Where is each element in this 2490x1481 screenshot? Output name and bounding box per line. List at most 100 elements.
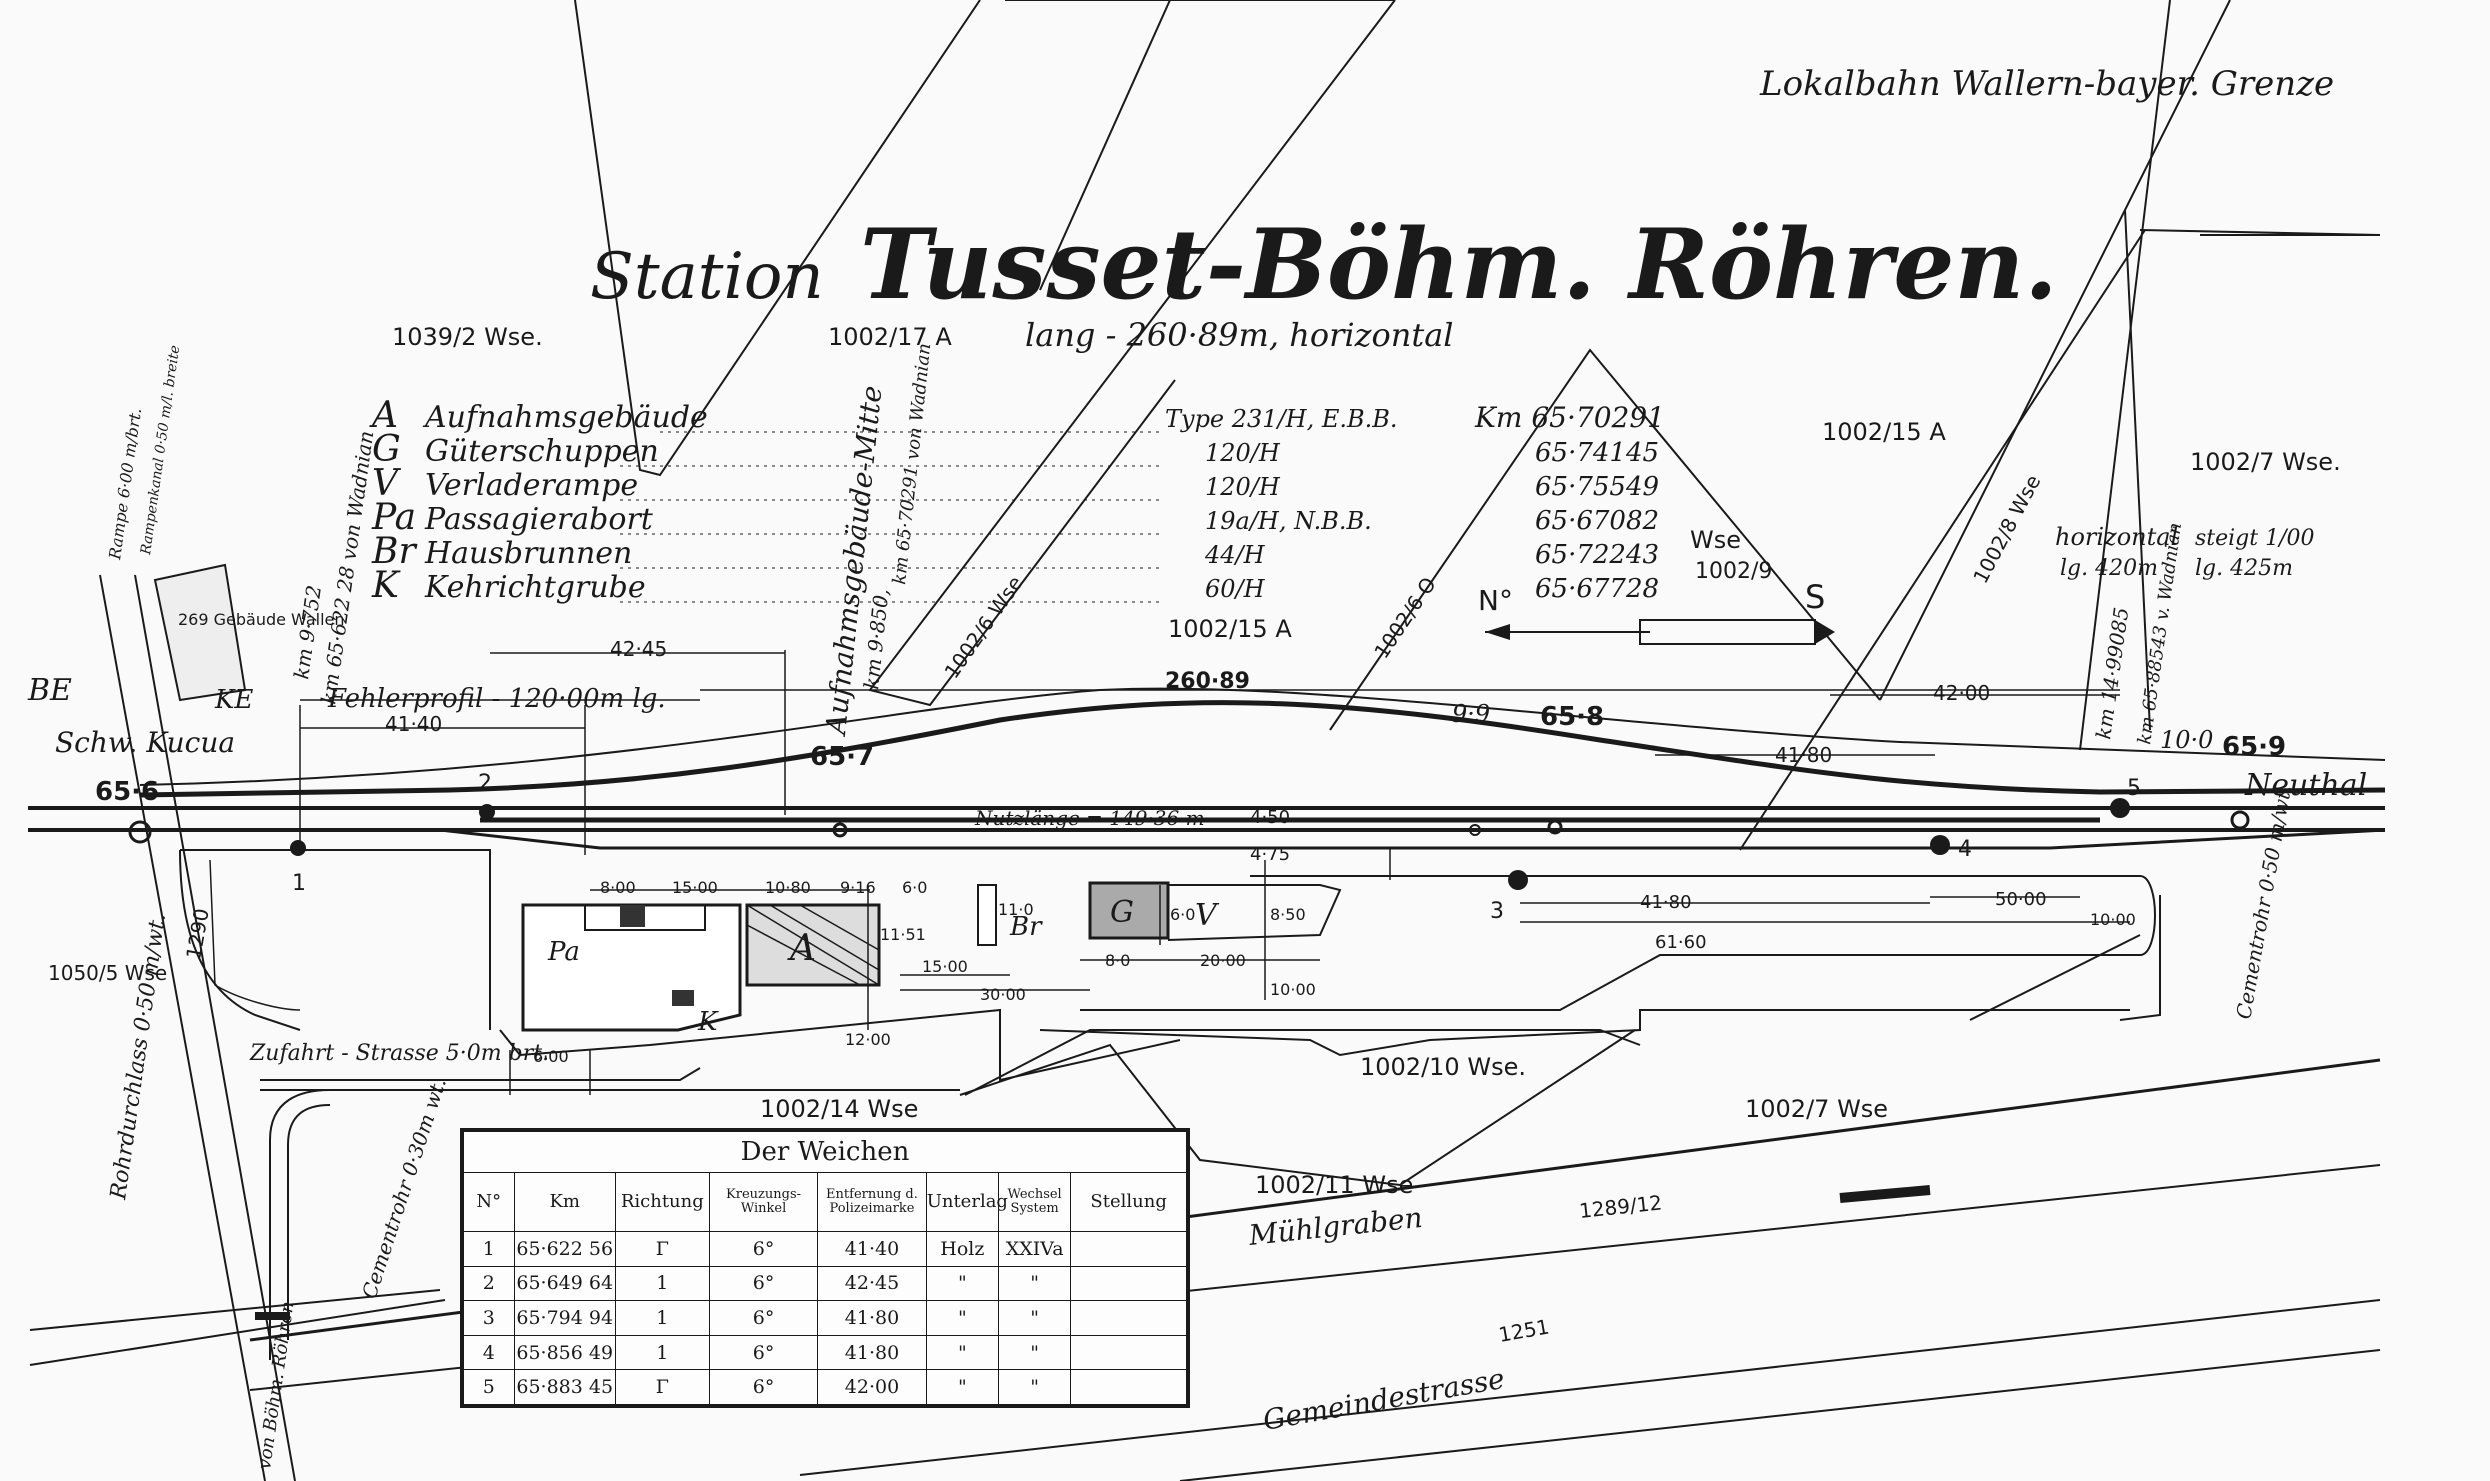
svg-text:1289/12: 1289/12 xyxy=(1578,1190,1663,1223)
svg-text:65·67082: 65·67082 xyxy=(1535,506,1659,536)
svg-text:Gemeindestrasse: Gemeindestrasse xyxy=(1260,1362,1507,1437)
svg-text:8·50: 8·50 xyxy=(1270,905,1306,924)
svg-text:Passagierabort: Passagierabort xyxy=(424,502,654,537)
svg-text:65·75549: 65·75549 xyxy=(1535,472,1659,502)
svg-text:11·51: 11·51 xyxy=(880,925,926,944)
legend: A Aufnahmsgebäude Type 231/H, E.B.B. Km … xyxy=(369,395,1665,606)
svg-text:12·00: 12·00 xyxy=(845,1030,891,1049)
svg-text:Zufahrt - Strasse 5·0m brt.: Zufahrt - Strasse 5·0m brt. xyxy=(249,1041,549,1066)
svg-text:KE: KE xyxy=(214,685,253,715)
svg-text:Type 231/H, E.B.B.: Type 231/H, E.B.B. xyxy=(1165,405,1398,433)
svg-text:Schw. Kucua: Schw. Kucua xyxy=(55,726,235,759)
svg-text:1002/17 A: 1002/17 A xyxy=(828,323,952,351)
cell: 41·80 xyxy=(817,1300,927,1336)
cell: " xyxy=(925,1265,999,1302)
svg-text:A: A xyxy=(369,395,398,436)
svg-text:G: G xyxy=(372,429,401,470)
svg-text:V: V xyxy=(1195,898,1220,933)
svg-text:1002/15 A: 1002/15 A xyxy=(1168,615,1292,643)
cell: 6° xyxy=(708,1300,819,1336)
cell: 6° xyxy=(708,1231,819,1267)
svg-text:1002/8 Wse: 1002/8 Wse xyxy=(1968,471,2045,588)
svg-text:10·80: 10·80 xyxy=(765,878,811,897)
col-winkel: Kreuzungs-Winkel xyxy=(708,1172,819,1232)
svg-text:Pa: Pa xyxy=(547,937,580,967)
annotations: Fehlerprofil - 120·00m lg. Nutzlänge = 1… xyxy=(48,342,2315,1471)
station-length: lang - 260·89m, horizontal xyxy=(1025,316,1454,354)
svg-text:Br: Br xyxy=(1009,912,1043,942)
parcel-labels: 1039/2 Wse. 1002/17 A 1002/15 A 1002/7 W… xyxy=(392,323,2341,1199)
svg-text:Mühlgraben: Mühlgraben xyxy=(1246,1201,1424,1252)
cell: 65·649 64 xyxy=(513,1265,616,1302)
svg-text:Fehlerprofil - 120·00m lg.: Fehlerprofil - 120·00m lg. xyxy=(327,684,666,714)
station-outline xyxy=(260,895,2161,1187)
svg-text:Km 65·70291: Km 65·70291 xyxy=(1474,401,1665,434)
svg-text:8·00: 8·00 xyxy=(600,878,636,897)
building-br: Br xyxy=(977,884,1043,946)
svg-text:horizontal: horizontal xyxy=(2055,523,2178,551)
cell: " xyxy=(997,1265,1072,1302)
svg-text:BE: BE xyxy=(27,673,72,708)
col-nr: N° xyxy=(463,1172,515,1232)
svg-text:1039/2 Wse.: 1039/2 Wse. xyxy=(392,323,543,351)
svg-text:269 Gebäude Wallen: 269 Gebäude Wallen xyxy=(178,610,345,629)
cell: 6° xyxy=(708,1369,819,1405)
cell: " xyxy=(925,1334,999,1371)
svg-text:1002/6 O: 1002/6 O xyxy=(1369,573,1441,663)
svg-text:Neuthal: Neuthal xyxy=(2244,768,2367,803)
railway-title: Lokalbahn Wallern-bayer. Grenze xyxy=(1759,64,2334,104)
svg-text:65·67728: 65·67728 xyxy=(1535,574,1659,604)
svg-text:1002/10 Wse.: 1002/10 Wse. xyxy=(1360,1053,1526,1081)
svg-text:65·72243: 65·72243 xyxy=(1535,540,1659,570)
svg-text:K: K xyxy=(371,565,401,606)
svg-text:Br: Br xyxy=(371,531,417,572)
svg-text:20·00: 20·00 xyxy=(1200,951,1246,970)
svg-text:Cementrohr 0·30m wt.: Cementrohr 0·30m wt. xyxy=(357,1075,451,1302)
building-g: G V xyxy=(1088,881,1342,941)
svg-text:9·16: 9·16 xyxy=(840,878,876,897)
cell: 1 xyxy=(614,1300,710,1336)
cell: 4 xyxy=(463,1334,515,1371)
svg-text:42·45: 42·45 xyxy=(610,637,667,661)
col-entfernung: Entfernung d. Polizeimarke xyxy=(817,1172,927,1232)
col-km: Km xyxy=(513,1172,616,1232)
svg-text:41·40: 41·40 xyxy=(385,712,442,736)
cell xyxy=(1070,1300,1187,1336)
cell: 1 xyxy=(614,1265,710,1302)
svg-text:65·6: 65·6 xyxy=(95,777,159,807)
svg-text:10·00: 10·00 xyxy=(2090,910,2136,929)
table-row: 3 65·794 94 1 6° 41·80 " " xyxy=(463,1300,1187,1336)
cell xyxy=(1070,1369,1187,1405)
svg-text:1002/6 Wse: 1002/6 Wse xyxy=(939,571,1027,682)
cell: 2 xyxy=(463,1265,515,1302)
svg-text:1002/14 Wse: 1002/14 Wse xyxy=(760,1095,918,1123)
svg-text:50·00: 50·00 xyxy=(1995,889,2047,910)
cell: 41·80 xyxy=(817,1334,927,1371)
svg-text:Rampe 6·00 m/brt.: Rampe 6·00 m/brt. xyxy=(105,407,145,562)
boundary-lines xyxy=(574,0,2381,851)
table-row: 4 65·856 49 1 6° 41·80 " " xyxy=(463,1334,1187,1371)
cell: " xyxy=(925,1300,999,1336)
parcel-box: 269 Gebäude Wallen xyxy=(153,563,345,702)
svg-text:41·80: 41·80 xyxy=(1640,892,1692,913)
tracks xyxy=(28,687,2386,1031)
svg-text:11·0: 11·0 xyxy=(998,900,1034,919)
cell: Holz xyxy=(925,1231,999,1267)
svg-text:Nutzlänge = 149·36 m: Nutzlänge = 149·36 m xyxy=(974,806,1205,830)
svg-text:65·9: 65·9 xyxy=(2222,732,2286,762)
svg-text:8·0: 8·0 xyxy=(1105,951,1130,970)
svg-text:65·74145: 65·74145 xyxy=(1535,438,1659,468)
switch-table-header: N° Km Richtung Kreuzungs-Winkel Entfernu… xyxy=(463,1172,1187,1232)
svg-text:Rampenkanal 0·50 m/l. breite: Rampenkanal 0·50 m/l. breite xyxy=(138,344,183,556)
station-prefix: Station xyxy=(590,240,824,314)
svg-text:km 65·70291 von Wadnian: km 65·70291 von Wadnian xyxy=(889,342,935,585)
svg-text:19a/H, N.B.B.: 19a/H, N.B.B. xyxy=(1205,507,1372,535)
svg-text:Pa: Pa xyxy=(371,497,416,538)
col-stellung: Stellung xyxy=(1070,1172,1187,1232)
svg-text:10·0: 10·0 xyxy=(2160,726,2213,754)
svg-text:4·75: 4·75 xyxy=(1250,844,1290,865)
svg-text:km 65·622 28 von Wadnian: km 65·622 28 von Wadnian xyxy=(316,429,378,705)
cell: 1 xyxy=(614,1334,710,1371)
svg-text:N°: N° xyxy=(1478,584,1513,617)
svg-text:lg. 425m: lg. 425m xyxy=(2195,556,2293,581)
